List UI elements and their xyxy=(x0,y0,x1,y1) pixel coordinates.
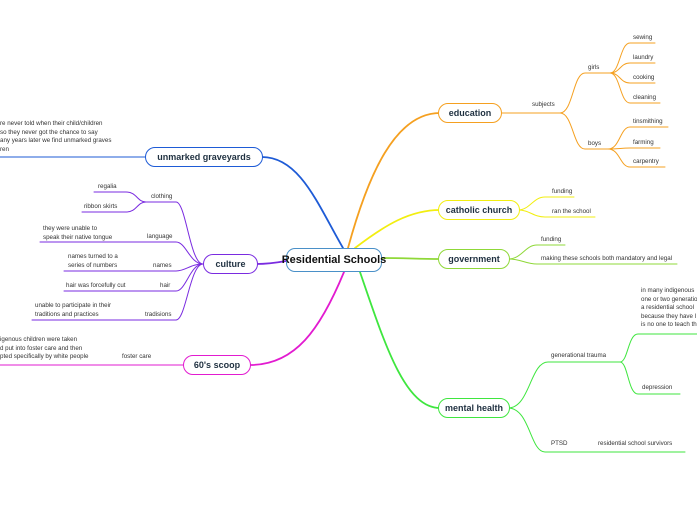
subtopic-generational-trauma[interactable]: generational trauma xyxy=(551,352,607,359)
unmarked-graveyards-connectors xyxy=(0,156,344,249)
hair-text[interactable]: hair was forcefully cut xyxy=(66,282,126,289)
girls-item-sewing[interactable]: sewing xyxy=(633,34,653,41)
subtopic-clothing[interactable]: clothing xyxy=(151,193,173,200)
trauma-text-line: in many indigenous xyxy=(641,287,695,294)
girls-item-cleaning[interactable]: cleaning xyxy=(633,94,657,101)
language-text-line: they were unable to xyxy=(43,225,98,232)
graveyards-text-line: so they never got the chance to say xyxy=(0,128,98,136)
topic-sixties-scoop[interactable]: 60's scoop xyxy=(183,355,251,375)
subtopic-traditions[interactable]: tradisions xyxy=(145,311,172,318)
government-item-funding[interactable]: funding xyxy=(541,236,562,243)
graveyards-text-line: re never told when their child/children xyxy=(0,120,103,127)
catholic-item-funding[interactable]: funding xyxy=(552,188,573,195)
trauma-text-line: because they have l xyxy=(641,312,697,320)
mental-health-connectors xyxy=(359,271,697,453)
boys-item-tinsmithing[interactable]: tinsmithing xyxy=(633,118,663,125)
scoop-text-line: igenous children were taken xyxy=(0,336,78,343)
scoop-text-line: pted specifically by white people xyxy=(0,353,89,361)
subtopic-language[interactable]: language xyxy=(147,233,173,240)
topic-unmarked-graveyards[interactable]: unmarked graveyards xyxy=(145,147,263,167)
subtopic-names[interactable]: names xyxy=(153,262,172,269)
traditions-text-line: unable to participate in their xyxy=(35,302,112,309)
government-item-mandatory-legal[interactable]: making these schools both mandatory and … xyxy=(541,255,673,262)
ptsd-item-survivors[interactable]: residential school survivors xyxy=(598,440,673,447)
names-text[interactable]: names turned to a series of numbers xyxy=(68,253,118,270)
subtopic-hair[interactable]: hair xyxy=(160,282,171,289)
central-topic[interactable]: Residential Schools xyxy=(282,248,386,272)
sixties-scoop-connectors xyxy=(0,271,345,366)
trauma-text[interactable]: in many indigenous one or two generatio … xyxy=(641,287,697,330)
government-connectors xyxy=(381,244,678,265)
boys-item-farming[interactable]: farming xyxy=(633,139,654,146)
traditions-text[interactable]: unable to participate in their tradition… xyxy=(35,302,111,319)
graveyards-text-line: any years later we find unmarked graves xyxy=(0,137,112,145)
language-text[interactable]: they were unable to speak their native t… xyxy=(43,225,112,242)
subtopic-boys[interactable]: boys xyxy=(588,140,602,147)
topic-mental-health[interactable]: mental health xyxy=(438,398,510,418)
subtopic-depression[interactable]: depression xyxy=(642,384,673,391)
subtopic-ptsd[interactable]: PTSD xyxy=(551,440,568,447)
topic-culture[interactable]: culture xyxy=(203,254,258,274)
names-text-line: names turned to a xyxy=(68,253,118,260)
clothing-item-regalia[interactable]: regalia xyxy=(98,183,117,190)
topic-catholic-church[interactable]: catholic church xyxy=(438,200,520,220)
topic-government[interactable]: government xyxy=(438,249,510,269)
catholic-item-ran-the-school[interactable]: ran the school xyxy=(552,208,591,215)
topic-education[interactable]: education xyxy=(438,103,502,123)
language-text-line: speak their native tongue xyxy=(43,233,113,241)
girls-item-cooking[interactable]: cooking xyxy=(633,74,655,81)
scoop-text-line: d put into foster care and then xyxy=(0,344,83,352)
names-text-line: series of numbers xyxy=(68,261,118,269)
traditions-text-line: traditions and practices xyxy=(35,310,99,318)
education-connectors xyxy=(347,42,669,249)
culture-connectors xyxy=(31,191,287,321)
clothing-item-ribbon-skirts[interactable]: ribbon skirts xyxy=(84,203,118,210)
scoop-text[interactable]: igenous children were taken d put into f… xyxy=(0,336,88,362)
catholic-church-connectors xyxy=(354,196,596,249)
subtopic-subjects[interactable]: subjects xyxy=(532,101,555,108)
trauma-text-line: a residential school xyxy=(641,304,694,312)
girls-item-laundry[interactable]: laundry xyxy=(633,54,654,61)
boys-item-carpentry[interactable]: carpentry xyxy=(633,158,659,165)
trauma-text-line: is no one to teach th xyxy=(641,321,697,329)
trauma-text-line: one or two generatio xyxy=(641,295,697,303)
graveyards-text-line: ren xyxy=(0,145,9,153)
graveyards-text[interactable]: re never told when their child/children … xyxy=(0,120,111,154)
subtopic-foster-care[interactable]: foster care xyxy=(122,353,152,360)
subtopic-girls[interactable]: girls xyxy=(588,64,600,71)
